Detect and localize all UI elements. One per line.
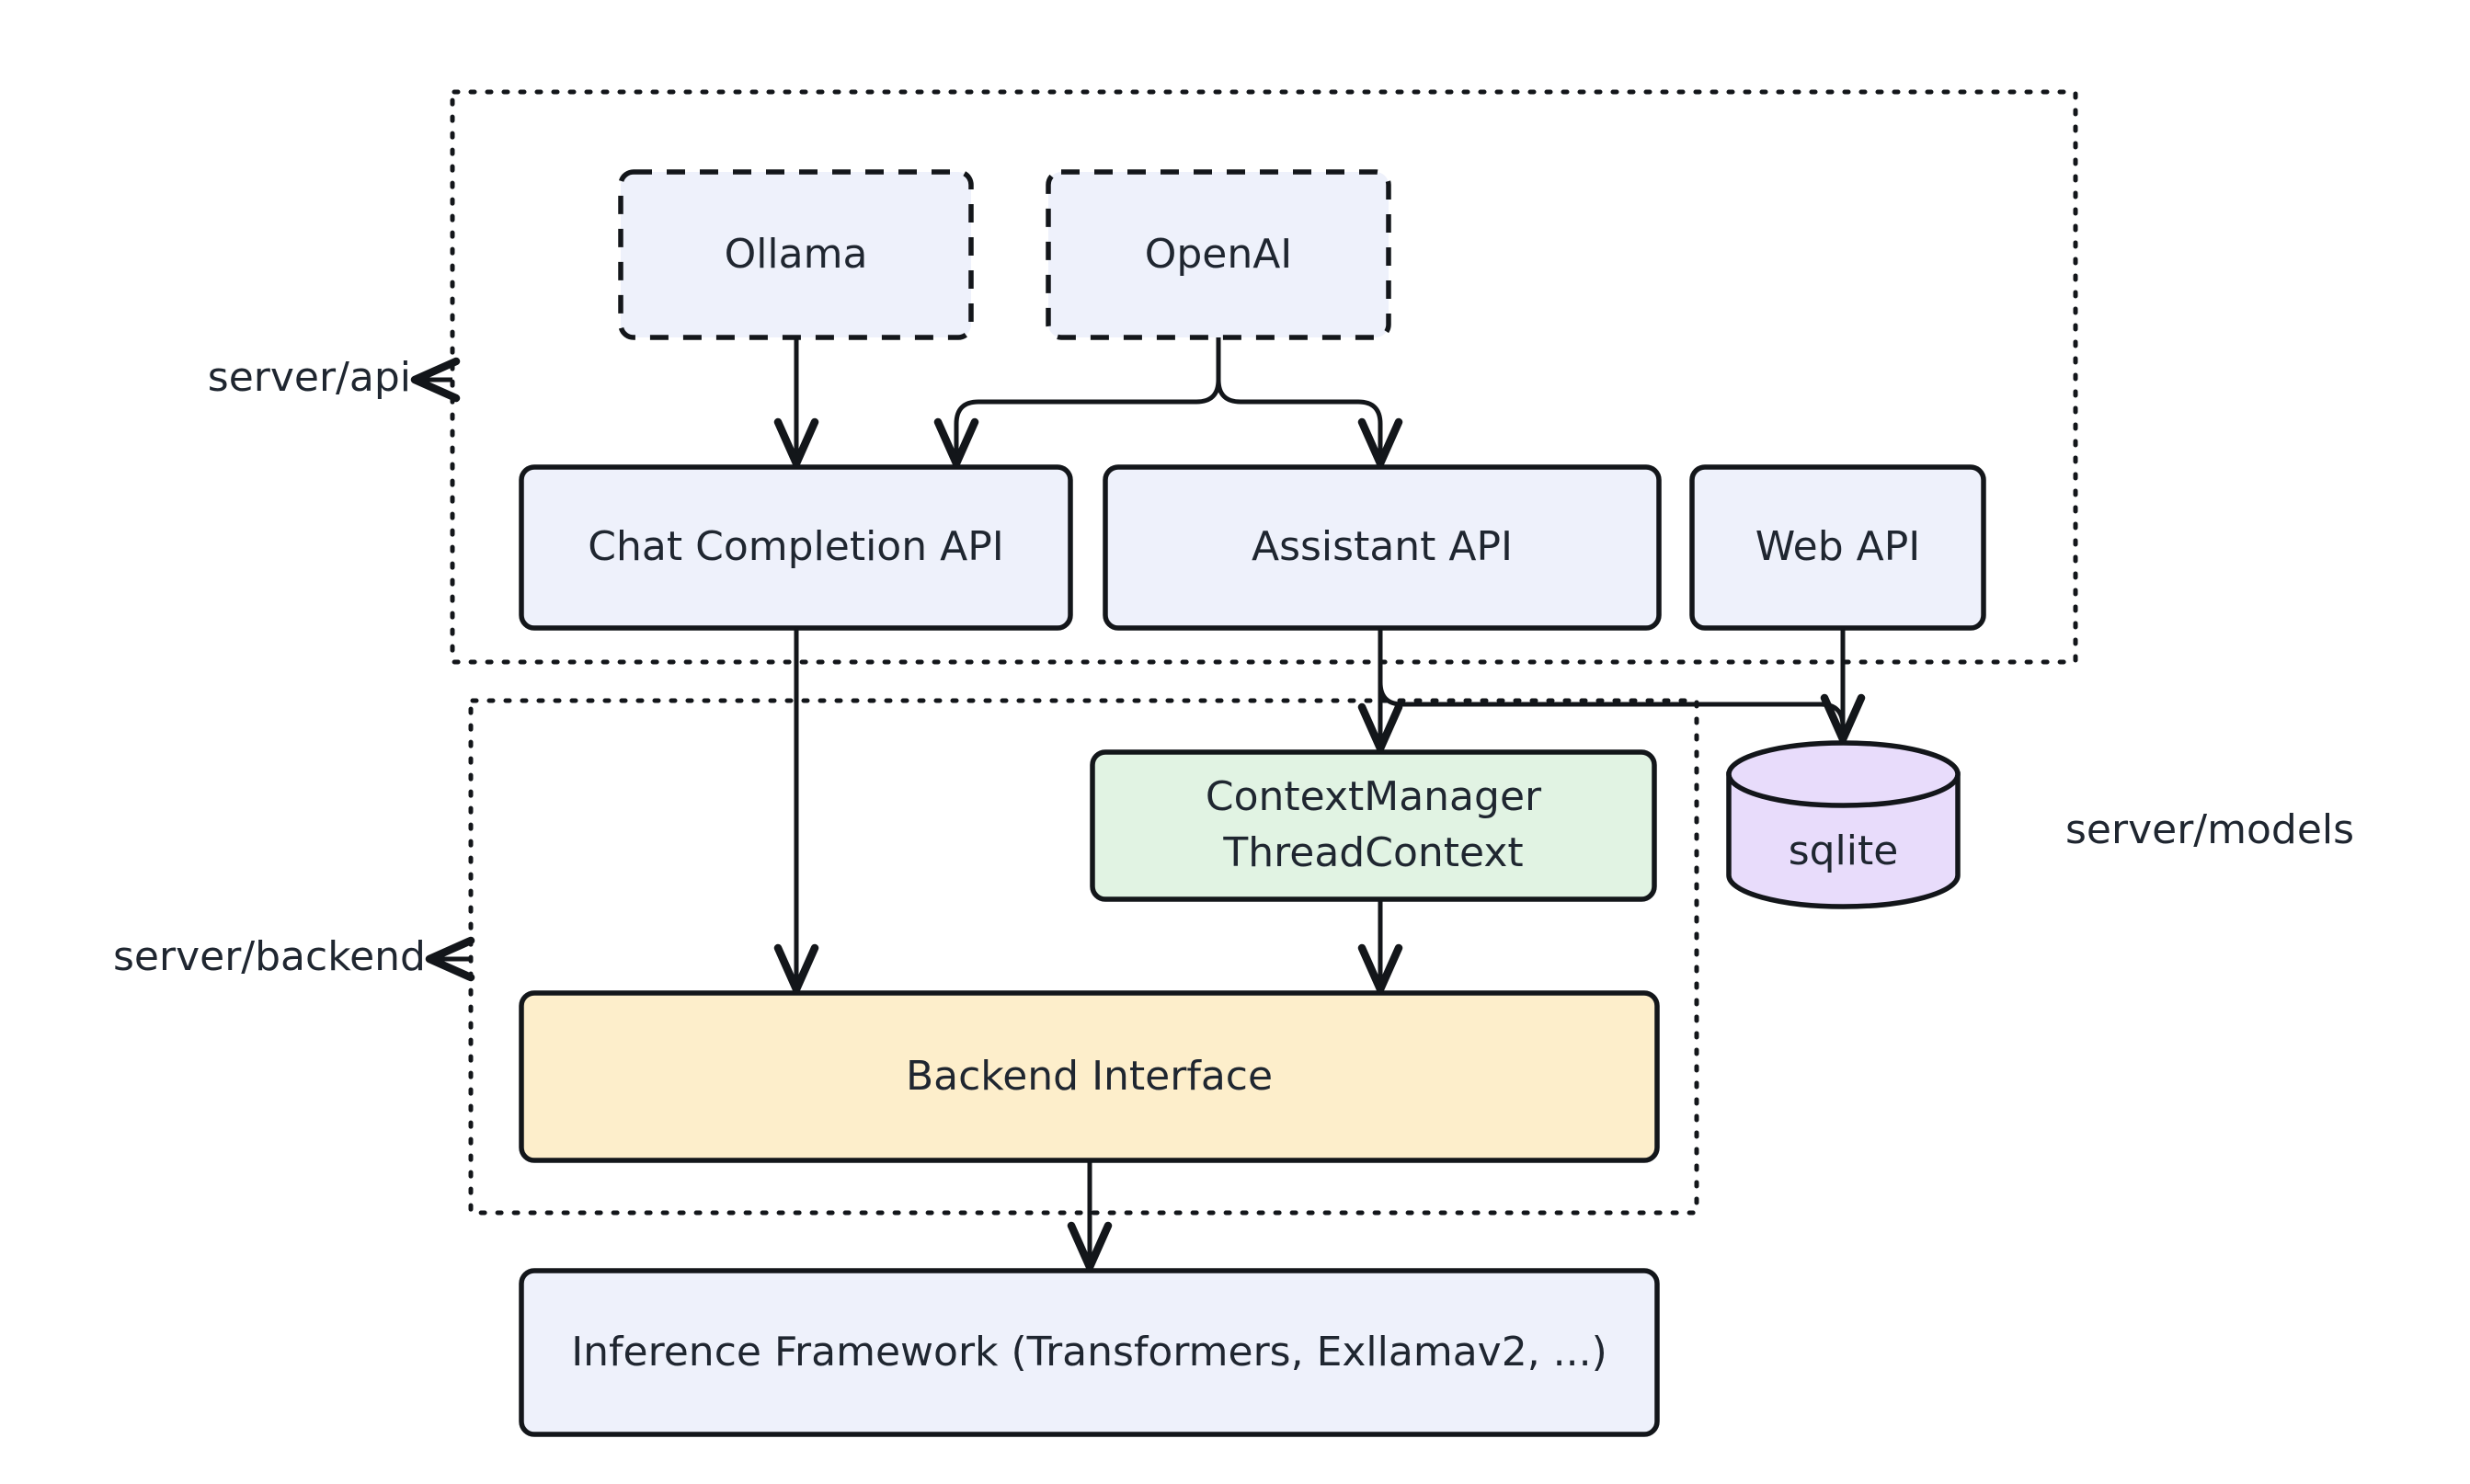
node-openai[interactable]: OpenAI: [1046, 169, 1391, 340]
svg-text:Web API: Web API: [1755, 523, 1921, 570]
edge-openai-to-chat-api: [933, 337, 1221, 468]
node-assistant-api[interactable]: Assistant API: [1103, 464, 1662, 631]
group-container-api: [450, 89, 2078, 665]
contextmanager-line-1: ContextManager: [1206, 773, 1542, 820]
svg-text:Ollama: Ollama: [725, 231, 868, 278]
svg-text:Assistant API: Assistant API: [1252, 523, 1513, 570]
node-contextmanager[interactable]: ContextManager ThreadContext: [1090, 749, 1657, 902]
edge-openai-to-assistant-api: [1216, 337, 1403, 468]
group-label-models: server/models: [2065, 806, 2354, 853]
svg-text:Inference Framework (Transform: Inference Framework (Transformers, Exlla…: [571, 1329, 1607, 1376]
group-label-backend: server/backend: [113, 933, 426, 980]
node-backend-interface[interactable]: Backend Interface: [519, 990, 1660, 1163]
node-ollama[interactable]: Ollama: [618, 169, 974, 340]
svg-text:Backend Interface: Backend Interface: [906, 1053, 1273, 1100]
group-label-api: server/api: [208, 354, 411, 401]
svg-text:sqlite: sqlite: [1789, 828, 1899, 874]
node-sqlite[interactable]: sqlite: [1726, 740, 1961, 909]
node-inference-framework[interactable]: Inference Framework (Transformers, Exlla…: [519, 1268, 1660, 1437]
contextmanager-line-2: ThreadContext: [1222, 829, 1523, 876]
svg-text:Chat Completion API: Chat Completion API: [588, 523, 1003, 570]
node-chat-completion-api[interactable]: Chat Completion API: [519, 464, 1073, 631]
svg-text:OpenAI: OpenAI: [1145, 231, 1293, 278]
edge-assistant-api-to-sqlite: [1378, 628, 1846, 736]
node-web-api[interactable]: Web API: [1689, 464, 1986, 631]
